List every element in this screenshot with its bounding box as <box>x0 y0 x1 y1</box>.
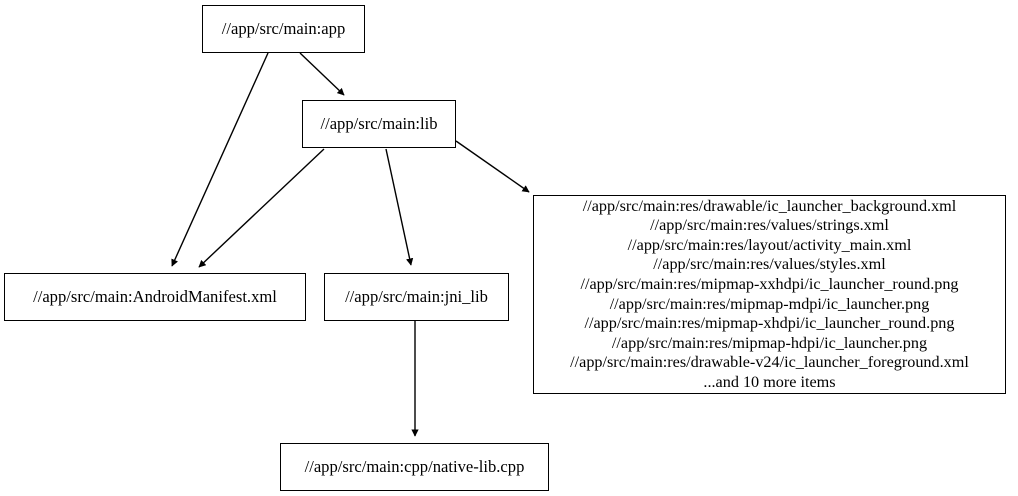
edge-lib-to-jnilib <box>385 148 414 266</box>
node-jni-lib[interactable]: //app/src/main:jni_lib <box>324 273 509 321</box>
edge-lib-to-resources <box>455 140 530 193</box>
edge-app-to-lib <box>299 52 345 96</box>
node-lib[interactable]: //app/src/main:lib <box>302 100 456 148</box>
node-jni-lib-label: //app/src/main:jni_lib <box>345 287 488 307</box>
node-android-manifest[interactable]: //app/src/main:AndroidManifest.xml <box>4 273 306 321</box>
node-native-lib-cpp[interactable]: //app/src/main:cpp/native-lib.cpp <box>280 443 549 491</box>
node-resources-group[interactable]: //app/src/main:res/drawable/ic_launcher_… <box>533 195 1006 394</box>
node-resources-group-label: //app/src/main:res/drawable/ic_launcher_… <box>570 196 969 391</box>
node-app[interactable]: //app/src/main:app <box>202 5 365 53</box>
node-native-lib-cpp-label: //app/src/main:cpp/native-lib.cpp <box>304 457 525 477</box>
node-app-label: //app/src/main:app <box>221 19 346 39</box>
edge-app-to-manifest <box>171 52 269 267</box>
node-lib-label: //app/src/main:lib <box>320 114 438 134</box>
node-android-manifest-label: //app/src/main:AndroidManifest.xml <box>33 287 277 307</box>
edge-lib-to-manifest <box>198 148 325 268</box>
